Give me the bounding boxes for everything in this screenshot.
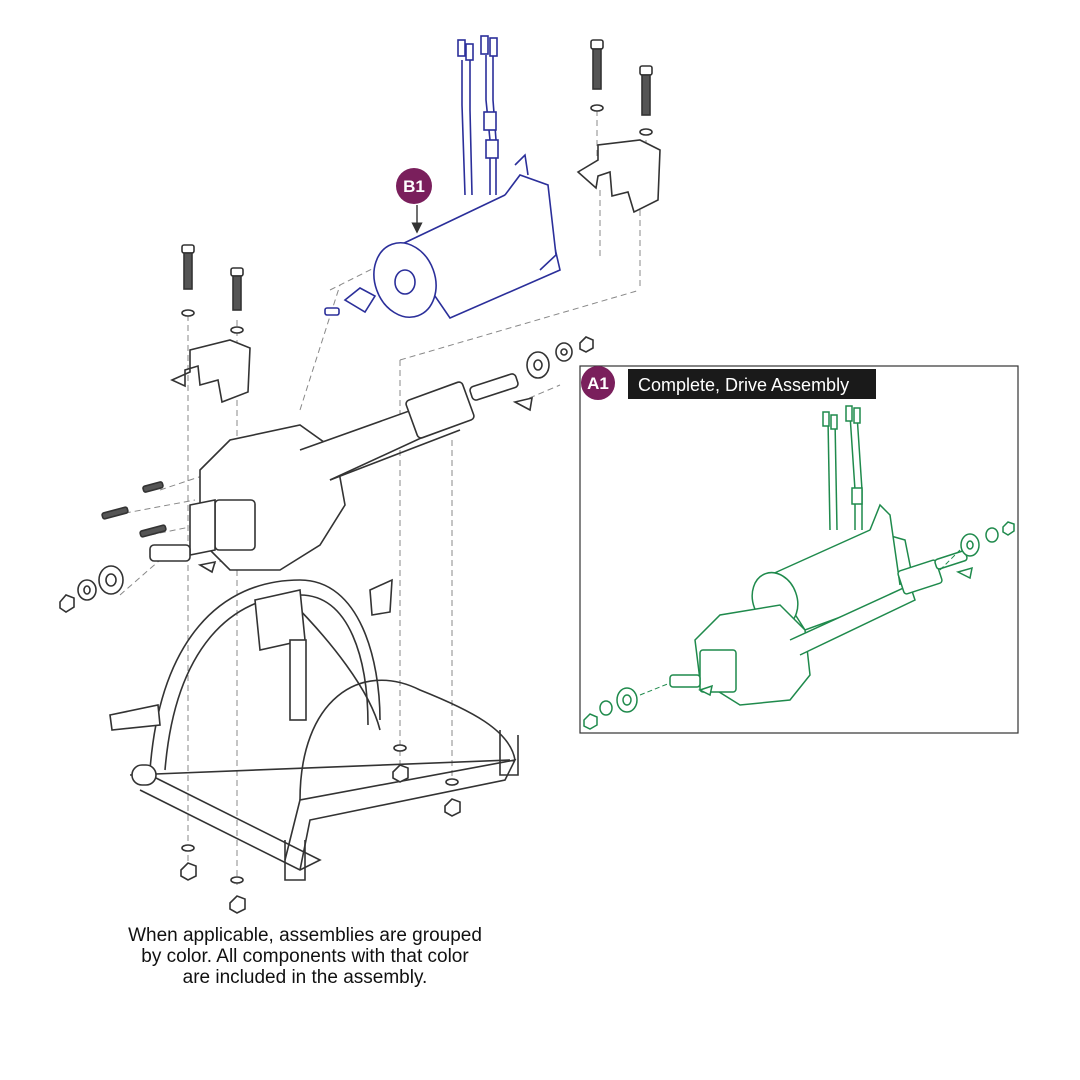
inset-title: Complete, Drive Assembly: [638, 375, 849, 395]
inset-box: Complete, Drive Assembly A1: [579, 365, 1019, 734]
complete-drive-assembly-a1: [583, 405, 1015, 730]
callout-b1: B1: [396, 168, 432, 234]
note-line-1: When applicable, assemblies are grouped: [128, 925, 482, 946]
alignment-dashed-lines: [114, 110, 647, 885]
right-motor-bracket: [576, 139, 661, 214]
callout-b1-label: B1: [403, 177, 425, 196]
color-grouping-note: When applicable, assemblies are grouped …: [60, 925, 550, 988]
note-line-3: are included in the assembly.: [182, 967, 428, 988]
right-axle-hardware: [526, 336, 594, 379]
gearbox-bolts: [101, 481, 167, 538]
left-bolt-set: [181, 244, 244, 334]
right-bolt-set: [590, 39, 653, 136]
scooter-frame: [109, 578, 519, 881]
callout-a1-label: A1: [587, 374, 609, 393]
left-axle-hardware: [59, 565, 124, 613]
drive-motor-b1: [324, 35, 561, 319]
frame-nuts: [180, 744, 461, 914]
transaxle-gearbox: [149, 373, 533, 574]
inset-dashed-lines: [639, 549, 961, 696]
left-motor-bracket: [170, 339, 251, 404]
note-line-2: by color. All components with that color: [141, 946, 469, 967]
